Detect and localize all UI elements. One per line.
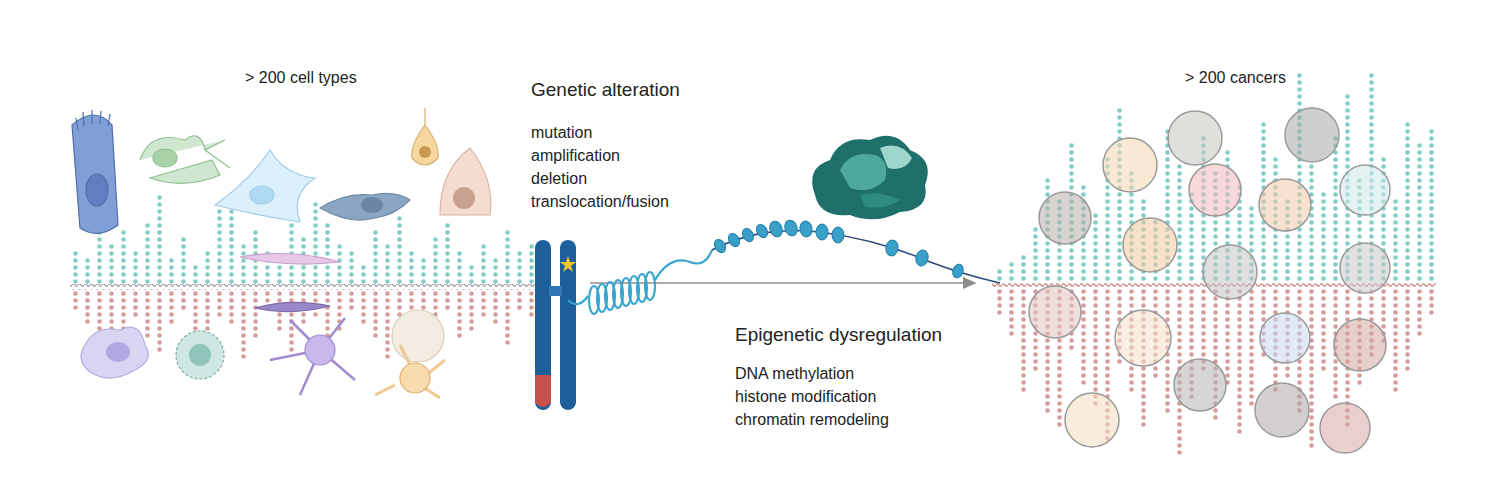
dna-coil [568,250,712,314]
section-heading: Genetic alteration [531,79,680,102]
list-item: chromatin remodeling [735,410,889,429]
list-item: DNA methylation [735,364,854,383]
nucleosome-fiber [712,218,1000,283]
section-heading: Epigenetic dysregulation [735,324,942,347]
normal-cells [72,108,491,398]
list-item: amplification [531,146,620,165]
list-item: mutation [531,123,592,142]
chromatin-remodeler [812,136,928,220]
group-heading: > 200 cell types [245,68,357,87]
baseline-wave-left [70,284,538,290]
cancer-cells [1029,108,1390,453]
list-item: histone modification [735,387,876,406]
list-item: deletion [531,169,587,188]
chromosome [535,240,576,410]
list-item: translocation/fusion [531,192,669,211]
group-heading: > 200 cancers [1185,68,1286,87]
